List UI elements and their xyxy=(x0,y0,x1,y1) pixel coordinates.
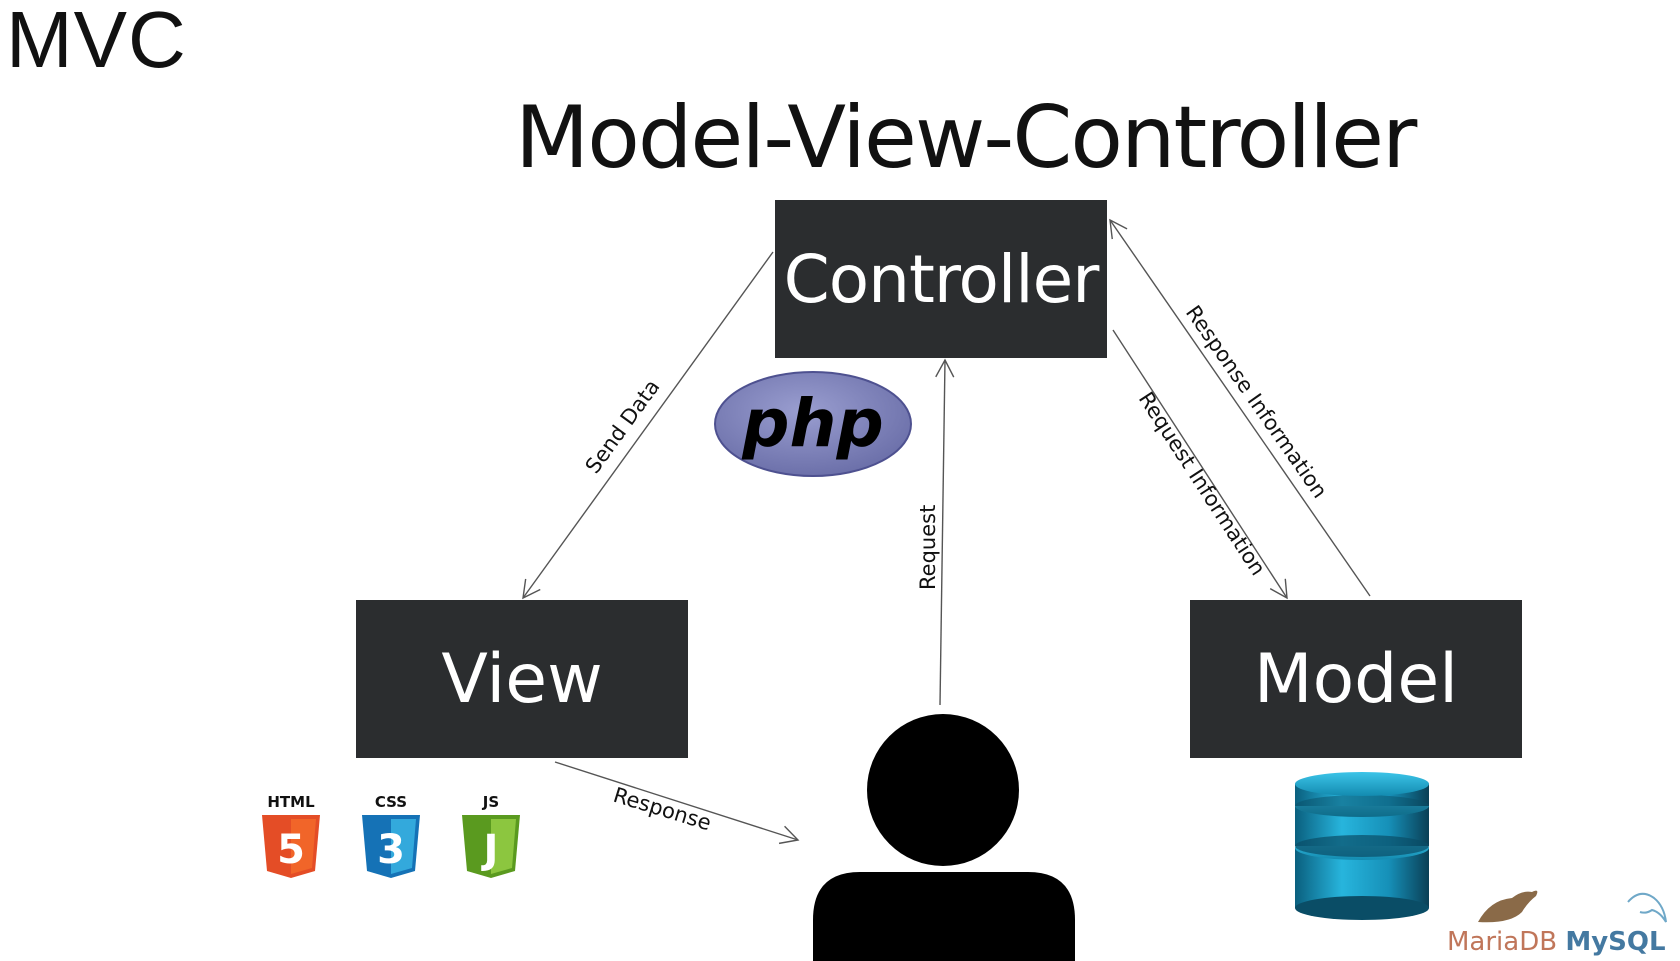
diagram-title: Model-View-Controller xyxy=(515,88,1417,188)
html5-version: 5 xyxy=(277,827,305,873)
mariadb-wordmark: MariaDB xyxy=(1447,927,1557,957)
js-caption: JS xyxy=(482,793,499,811)
css3-version: 3 xyxy=(377,827,405,873)
mysql-wordmark: MySQL xyxy=(1565,927,1665,957)
js-logo: JS J xyxy=(462,793,520,878)
arrow-send-data xyxy=(522,251,774,600)
arrow-request xyxy=(935,358,955,706)
view-label: View xyxy=(441,639,603,719)
php-logo-text: php xyxy=(741,385,883,462)
request-information-label: Request Information xyxy=(1134,388,1270,580)
arrow-response xyxy=(554,761,800,845)
mariadb-mysql-logo: MariaDB MySQL xyxy=(1447,927,1666,957)
mysql-dolphin-icon xyxy=(1627,892,1667,923)
database-icon xyxy=(1295,772,1429,920)
css3-caption: CSS xyxy=(375,793,407,811)
php-logo: php xyxy=(714,371,912,477)
mariadb-seal-icon xyxy=(1478,890,1538,923)
request-label: Request xyxy=(916,505,940,590)
arrow-response-information xyxy=(1109,218,1371,597)
response-label: Response xyxy=(611,783,714,835)
view-node: View xyxy=(356,600,688,758)
css3-logo: CSS 3 xyxy=(362,793,420,878)
model-label: Model xyxy=(1253,639,1459,719)
html5-logo: HTML 5 xyxy=(262,793,320,878)
arrow-request-information xyxy=(1112,329,1288,600)
slide-title: MVC xyxy=(6,0,187,84)
html5-caption: HTML xyxy=(267,793,315,811)
user-icon xyxy=(813,714,1075,961)
controller-node: Controller xyxy=(775,200,1107,358)
controller-label: Controller xyxy=(783,240,1100,318)
model-node: Model xyxy=(1190,600,1522,758)
svg-text:MariaDB MySQL: MariaDB MySQL xyxy=(1447,927,1666,957)
send-data-label: Send Data xyxy=(581,375,665,478)
js-glyph: J xyxy=(481,827,499,873)
